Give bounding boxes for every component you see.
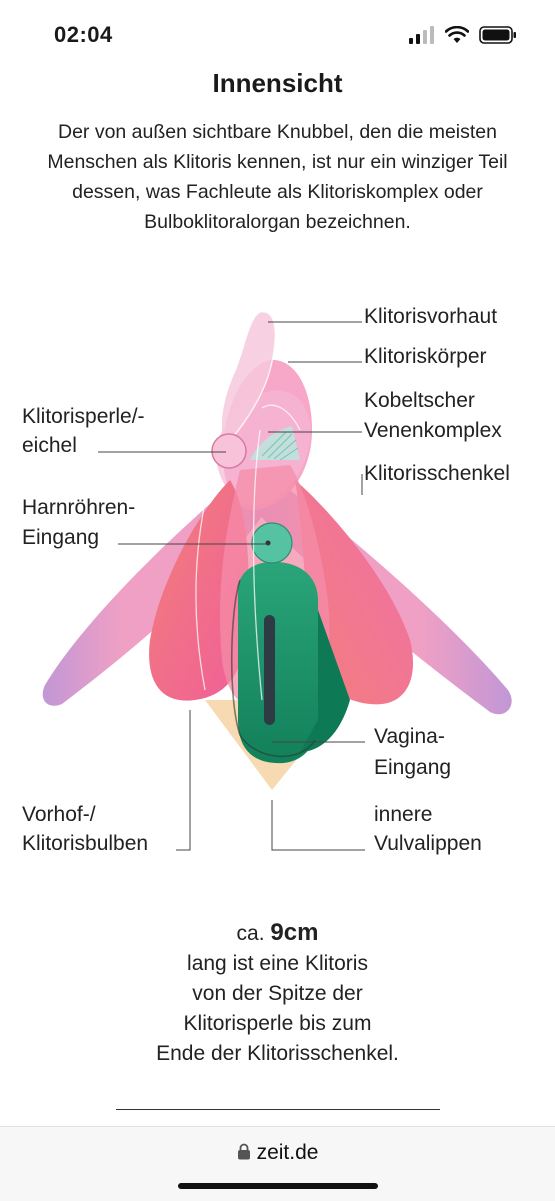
label-klitorisschenkel: Klitorisschenkel (364, 462, 510, 485)
vaginal-opening-shape (264, 615, 275, 725)
label-kobeltscher-1: Kobeltscher (364, 389, 475, 412)
browser-bottom-bar: zeit.de (0, 1126, 555, 1201)
leader-lines (98, 321, 365, 851)
label-klitorisperle-2: eichel (22, 434, 77, 457)
label-vagina-1: Vagina- (374, 725, 445, 748)
anatomy-diagram (42, 311, 512, 851)
prepuce-shape (221, 311, 276, 445)
status-time: 02:04 (54, 22, 113, 47)
length-text-3: Klitorisperle bis zum (183, 1012, 372, 1035)
url-text: zeit.de (256, 1141, 319, 1164)
label-vulvalippen-2: Vulvalippen (374, 832, 482, 855)
wifi-icon (445, 26, 469, 43)
status-icons (409, 26, 517, 44)
prepuce-outline (225, 311, 276, 446)
length-value: 9cm (270, 919, 319, 946)
intro-text: Der von außen sichtbare Knubbel, den die… (47, 121, 508, 233)
label-vorhof-1: Vorhof-/ (22, 803, 96, 826)
vagina-shape (238, 561, 318, 764)
label-vorhof-2: Klitorisbulben (22, 832, 149, 855)
page-title: Innensicht (212, 68, 343, 98)
divider (116, 1109, 440, 1110)
labia-minora-outline (230, 579, 316, 758)
urethra-shape (251, 522, 293, 564)
address-bar[interactable]: zeit.de (0, 1141, 555, 1165)
label-kobeltscher-2: Venenkomplex (364, 419, 502, 442)
venous-plexus-lines (261, 431, 299, 461)
label-vagina-2: Eingang (374, 756, 452, 779)
length-text-2: von der Spitze der (192, 982, 363, 1005)
battery-icon (479, 26, 516, 44)
label-klitoriskoerper: Klitoriskörper (364, 345, 487, 368)
label-klitorisperle-1: Klitorisperle/- (22, 405, 145, 428)
label-klitorisvorhaut: Klitorisvorhaut (364, 305, 498, 328)
contour-lines (195, 404, 301, 701)
label-harnroehren-1: Harnröhren- (22, 496, 136, 519)
vagina-right-wall (300, 610, 350, 752)
status-bar: 02:04 (0, 0, 555, 72)
lock-icon (237, 1143, 250, 1160)
length-prefix: ca. (236, 922, 265, 945)
length-value-line: ca. 9cm (0, 918, 555, 949)
length-text-1: lang ist eine Klitoris (187, 952, 368, 975)
cellular-signal-icon (409, 26, 434, 44)
length-text-4: Ende der Klitorisschenkel. (156, 1042, 399, 1065)
home-indicator[interactable] (178, 1183, 378, 1189)
urethra-dot (265, 540, 271, 546)
label-harnroehren-2: Eingang (22, 526, 100, 549)
label-vulvalippen-1: innere (374, 803, 433, 826)
length-fact: ca. 9cm lang ist eine Klitoris von der S… (0, 918, 555, 1069)
glans-shape (211, 433, 247, 469)
